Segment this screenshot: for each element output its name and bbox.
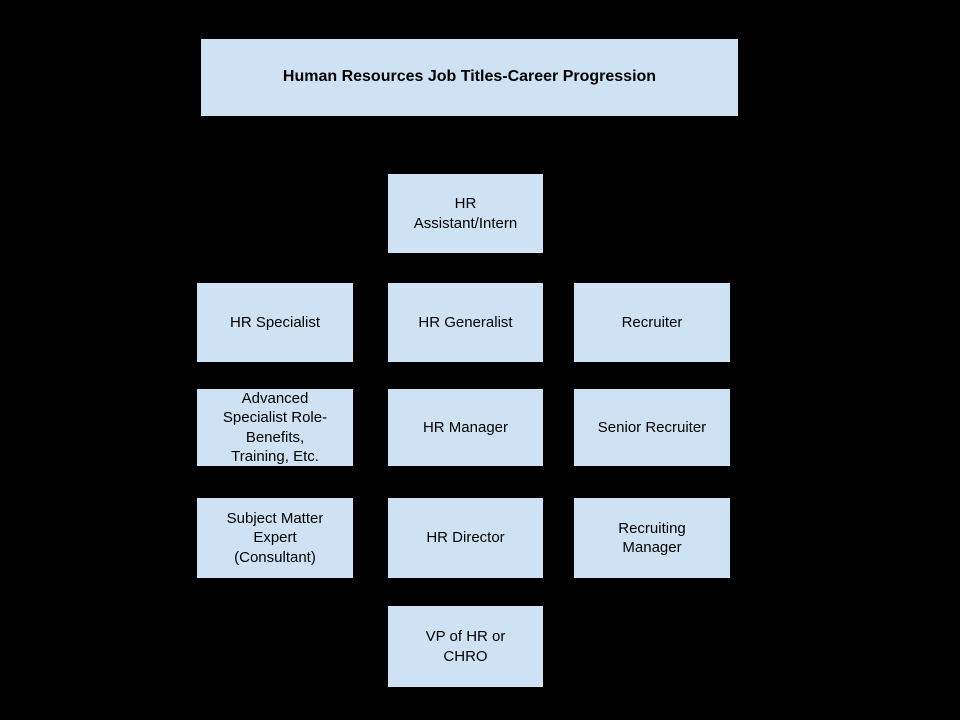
node-hr-manager: HR Manager bbox=[387, 388, 544, 467]
node-senior-recruiter: Senior Recruiter bbox=[573, 388, 731, 467]
node-recruiting-manager: Recruiting Manager bbox=[573, 497, 731, 579]
node-hr-director: HR Director bbox=[387, 497, 544, 579]
node-subject-matter-expert: Subject Matter Expert (Consultant) bbox=[196, 497, 354, 579]
diagram-title: Human Resources Job Titles-Career Progre… bbox=[200, 38, 739, 117]
node-advanced-specialist-role: Advanced Specialist Role- Benefits, Trai… bbox=[196, 388, 354, 467]
node-hr-generalist: HR Generalist bbox=[387, 282, 544, 363]
node-vp-of-hr-chro: VP of HR or CHRO bbox=[387, 605, 544, 688]
node-hr-assistant-intern: HR Assistant/Intern bbox=[387, 173, 544, 254]
node-recruiter: Recruiter bbox=[573, 282, 731, 363]
node-hr-specialist: HR Specialist bbox=[196, 282, 354, 363]
